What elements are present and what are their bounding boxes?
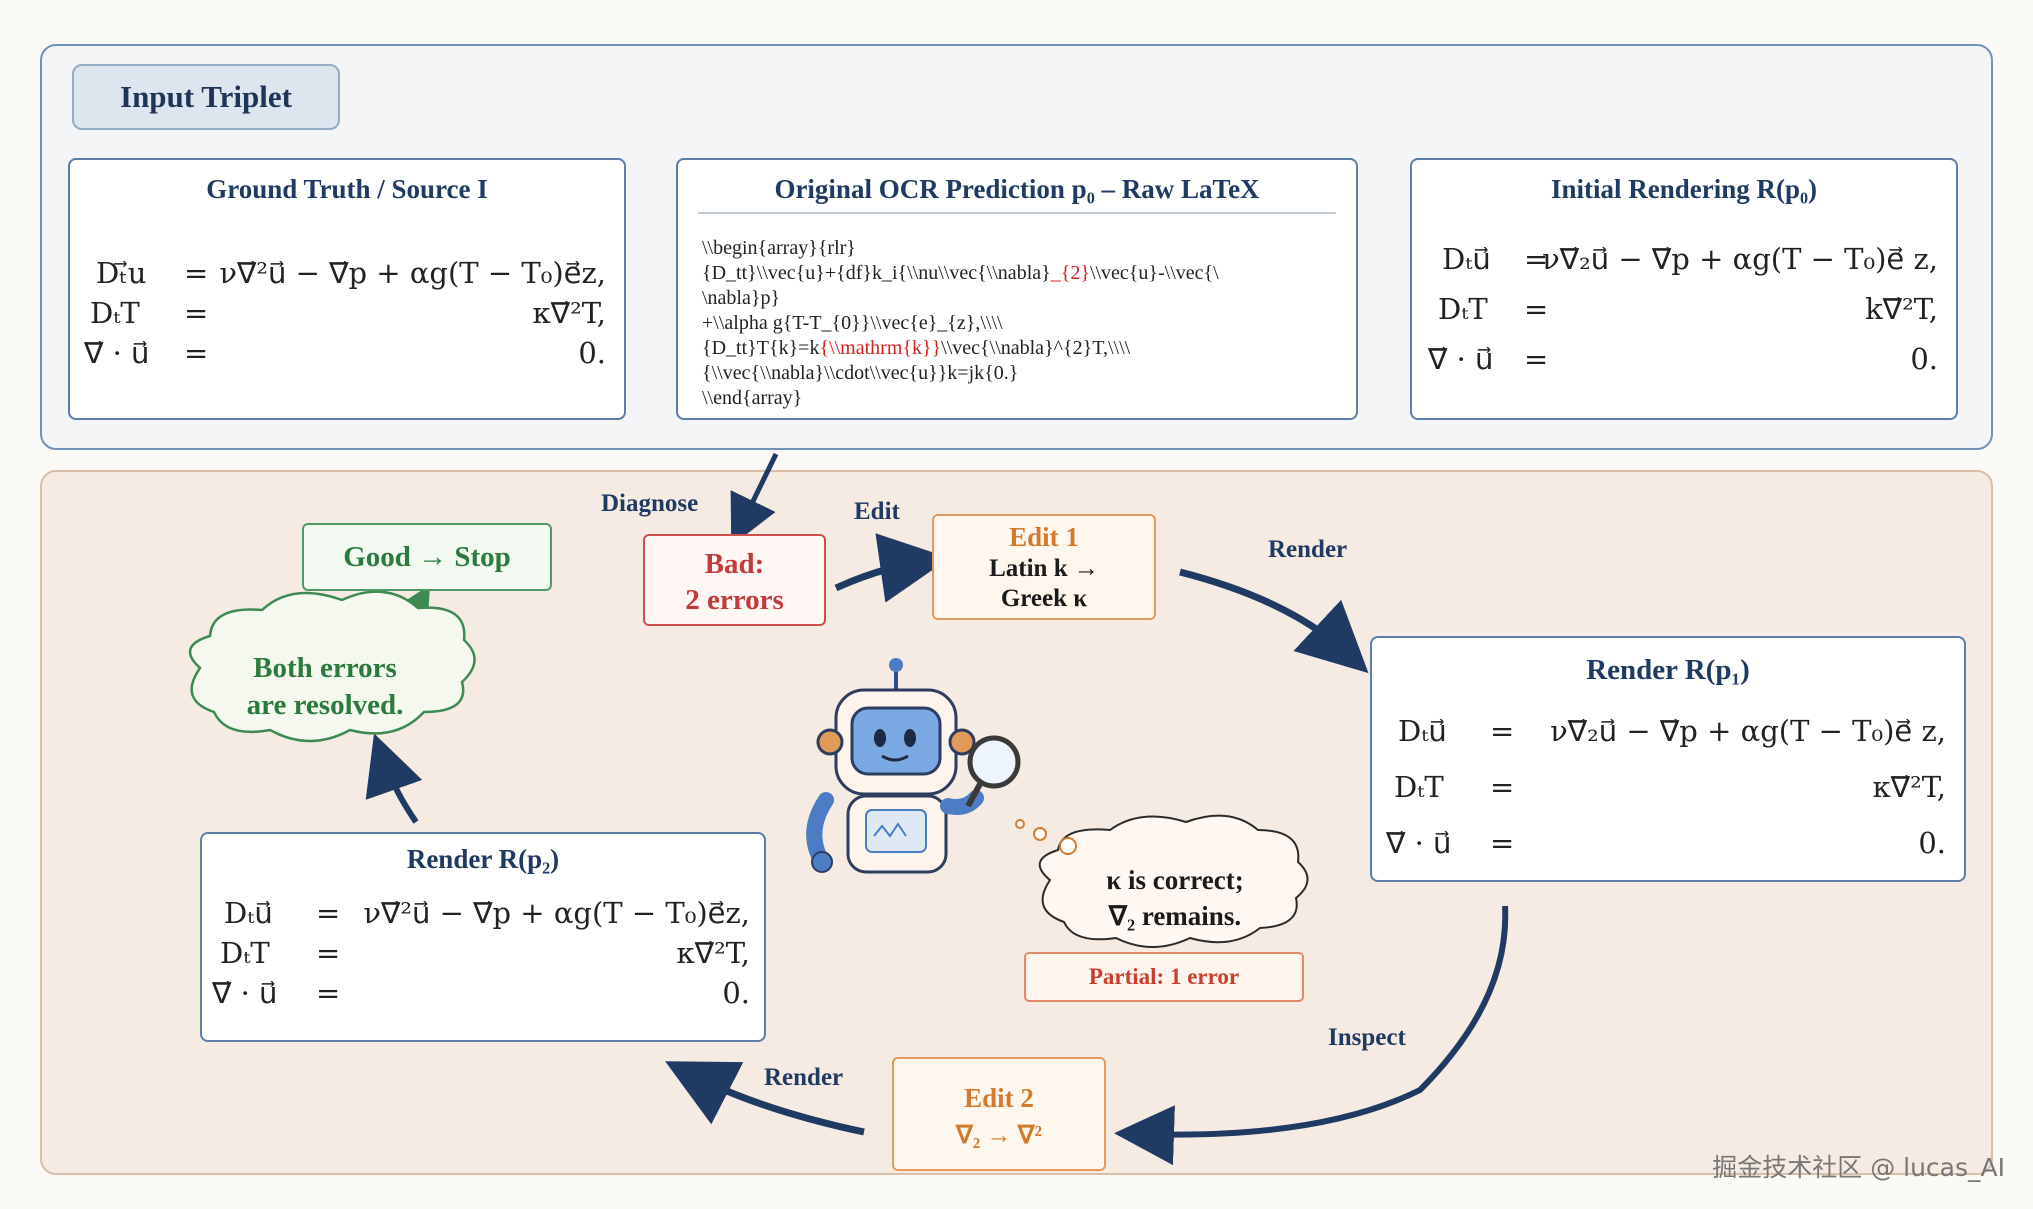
gt-eq-2: =	[184, 296, 209, 330]
r1-lhs-1: Dₜu⃗	[1398, 714, 1447, 748]
thought-line1: κ is correct;	[1106, 865, 1244, 895]
r1-rhs-2: κ∇⃗²T,	[1872, 770, 1946, 804]
render2-up-arrow	[365, 733, 423, 824]
r2-rhs-3: 0.	[722, 976, 750, 1010]
gt-eq-3: =	[184, 336, 209, 370]
bad-error-count: 2 errors	[685, 584, 784, 616]
r1-eq-3: =	[1490, 826, 1515, 860]
r1-lhs-2: DₜT	[1394, 770, 1444, 804]
inspect-arrow	[1114, 905, 1509, 1166]
latex-line: {D_tt}\\vec{u}+{df}k_i{\\nu\\vec{\\nabla…	[702, 262, 1219, 284]
ir-eq-3: =	[1524, 342, 1549, 376]
latex-error-mathrm-k: {\\mathrm{k}}	[819, 337, 942, 359]
edit1-title: Edit 1	[1009, 522, 1079, 552]
gt-lhs-2: DₜT	[90, 296, 140, 330]
r2-lhs-2: DₜT	[220, 936, 270, 970]
r1-lhs-3: ∇⃗ · u⃗	[1386, 826, 1452, 860]
ir-lhs-1: Dₜu⃗	[1442, 242, 1491, 276]
initial-render-card: Initial Rendering R(p₀) Dₜu⃗ = ν∇⃗₂u⃗ − …	[1410, 158, 1958, 420]
thought-line2: ∇₂ remains.	[1108, 901, 1242, 931]
r2-eq-2: =	[316, 936, 341, 970]
ir-eq-2: =	[1524, 292, 1549, 326]
ir-rhs-3: 0.	[1910, 342, 1938, 376]
latex-line: \nabla}p}	[702, 287, 781, 309]
ocr-prediction-title: Original OCR Prediction p₀ – Raw LaTeX	[774, 174, 1260, 204]
resolved-text: Both errors are resolved.	[210, 650, 440, 724]
good-stop-box: Good → Stop	[302, 523, 552, 591]
resolved-line2: are resolved.	[246, 689, 404, 721]
r1-eq-1: =	[1490, 714, 1515, 748]
latex-line: {\\vec{\\nabla}\\cdot\\vec{u}}k=jk{0.}	[702, 362, 1019, 384]
r2-eq-1: =	[316, 896, 341, 930]
thought-bubble-large	[1059, 837, 1077, 855]
latex-error-subscript: _{2}	[1050, 262, 1090, 284]
r1-rhs-1: ν∇⃗₂u⃗ − ∇⃗p + αg(T − T₀)e⃗ z,	[1550, 714, 1946, 748]
gt-lhs-1: Dₜ⃗u	[96, 256, 147, 290]
r2-lhs-3: ∇⃗ · u⃗	[212, 976, 278, 1010]
edit-label: Edit	[854, 498, 900, 525]
gt-rhs-1: ν∇⃗²u⃗ − ∇⃗p + αg(T − T₀)e⃗z,	[219, 256, 606, 290]
latex-line: {D_tt}T{k}=k{\\mathrm{k}}\\vec{\\nabla}^…	[702, 337, 1131, 359]
ground-truth-title: Ground Truth / Source I	[206, 174, 488, 204]
edit1-line1: Latin k →	[989, 555, 1099, 582]
edit1-line2: Greek κ	[1000, 585, 1088, 612]
thought-bubble-medium	[1033, 827, 1047, 841]
ocr-prediction-card: Original OCR Prediction p₀ – Raw LaTeX \…	[676, 158, 1358, 420]
thought-text: κ is correct; ∇₂ remains.	[1060, 862, 1290, 934]
partial-error-badge: Partial: 1 error	[1024, 952, 1304, 1002]
thought-cloud-shape	[1038, 814, 1309, 948]
gt-rhs-3: 0.	[578, 336, 606, 370]
edit2-body: ∇₂ → ∇²	[956, 1122, 1042, 1149]
gt-rhs-2: κ∇⃗²T,	[532, 296, 606, 330]
edit1-box: Edit 1 Latin k → Greek κ	[932, 514, 1156, 620]
thought-bubble-small	[1015, 819, 1025, 829]
diagnose-label: Diagnose	[601, 490, 699, 517]
resolved-cloud-shape	[188, 590, 476, 743]
render1-title: Render R(p₁)	[1586, 654, 1750, 686]
latex-line: +\\alpha g{T-T_{0}}\\vec{e}_{z},\\\\	[702, 312, 1003, 334]
render2-title: Render R(p₂)	[406, 844, 560, 874]
initial-render-title: Initial Rendering R(p₀)	[1550, 174, 1818, 204]
inspect-label: Inspect	[1328, 1024, 1406, 1051]
ir-eq-1: =	[1524, 242, 1549, 276]
ocr-latex-code: \\begin{array}{rlr} {D_tt}\\vec{u}+{df}k…	[702, 236, 1336, 411]
watermark: 掘金技术社区 @ lucas_AI	[1712, 1153, 2005, 1182]
r1-eq-2: =	[1490, 770, 1515, 804]
edit2-title: Edit 2	[964, 1083, 1034, 1113]
ocr-title-underline	[698, 212, 1336, 214]
latex-line: \\begin{array}{rlr}	[702, 237, 856, 259]
bad-diagnosis-box: Bad: 2 errors	[643, 534, 826, 626]
ir-rhs-1: ν∇⃗₂u⃗ − ∇⃗p + αg(T − T₀)e⃗ z,	[1542, 242, 1938, 276]
resolved-line1: Both errors	[253, 652, 397, 684]
r2-eq-3: =	[316, 976, 341, 1010]
render1-card: Render R(p₁) Dₜu⃗ = ν∇⃗₂u⃗ − ∇⃗p + αg(T …	[1370, 636, 1966, 882]
r2-lhs-1: Dₜu⃗	[224, 896, 273, 930]
diagnose-arrow	[730, 452, 779, 546]
render-arrow-1	[1179, 568, 1369, 674]
gt-eq-1: =	[184, 256, 209, 290]
r1-rhs-3: 0.	[1918, 826, 1946, 860]
edit-arrow	[834, 533, 950, 603]
gt-lhs-3: ∇⃗ · u⃗	[84, 336, 150, 370]
render-label-1: Render	[1268, 536, 1348, 563]
edit2-box: Edit 2 ∇₂ → ∇²	[892, 1057, 1106, 1171]
bad-label: Bad:	[704, 548, 765, 580]
ir-lhs-3: ∇⃗ · u⃗	[1428, 342, 1494, 376]
r2-rhs-1: ν∇⃗²u⃗ − ∇⃗p + αg(T − T₀)e⃗z,	[363, 896, 750, 930]
robot-illustration	[806, 658, 1021, 874]
ir-lhs-2: DₜT	[1438, 292, 1488, 326]
render-label-2: Render	[764, 1064, 844, 1091]
r2-rhs-2: κ∇⃗²T,	[676, 936, 750, 970]
render2-card: Render R(p₂) Dₜu⃗ = ν∇⃗²u⃗ − ∇⃗p + αg(T …	[200, 832, 766, 1042]
latex-line: \\end{array}	[702, 387, 803, 409]
render-arrow-2	[665, 1061, 865, 1136]
ir-rhs-2: k∇⃗²T,	[1865, 292, 1938, 326]
ground-truth-card: Ground Truth / Source I Dₜ⃗u = ν∇⃗²u⃗ − …	[68, 158, 626, 420]
input-triplet-tag: Input Triplet	[72, 64, 340, 130]
